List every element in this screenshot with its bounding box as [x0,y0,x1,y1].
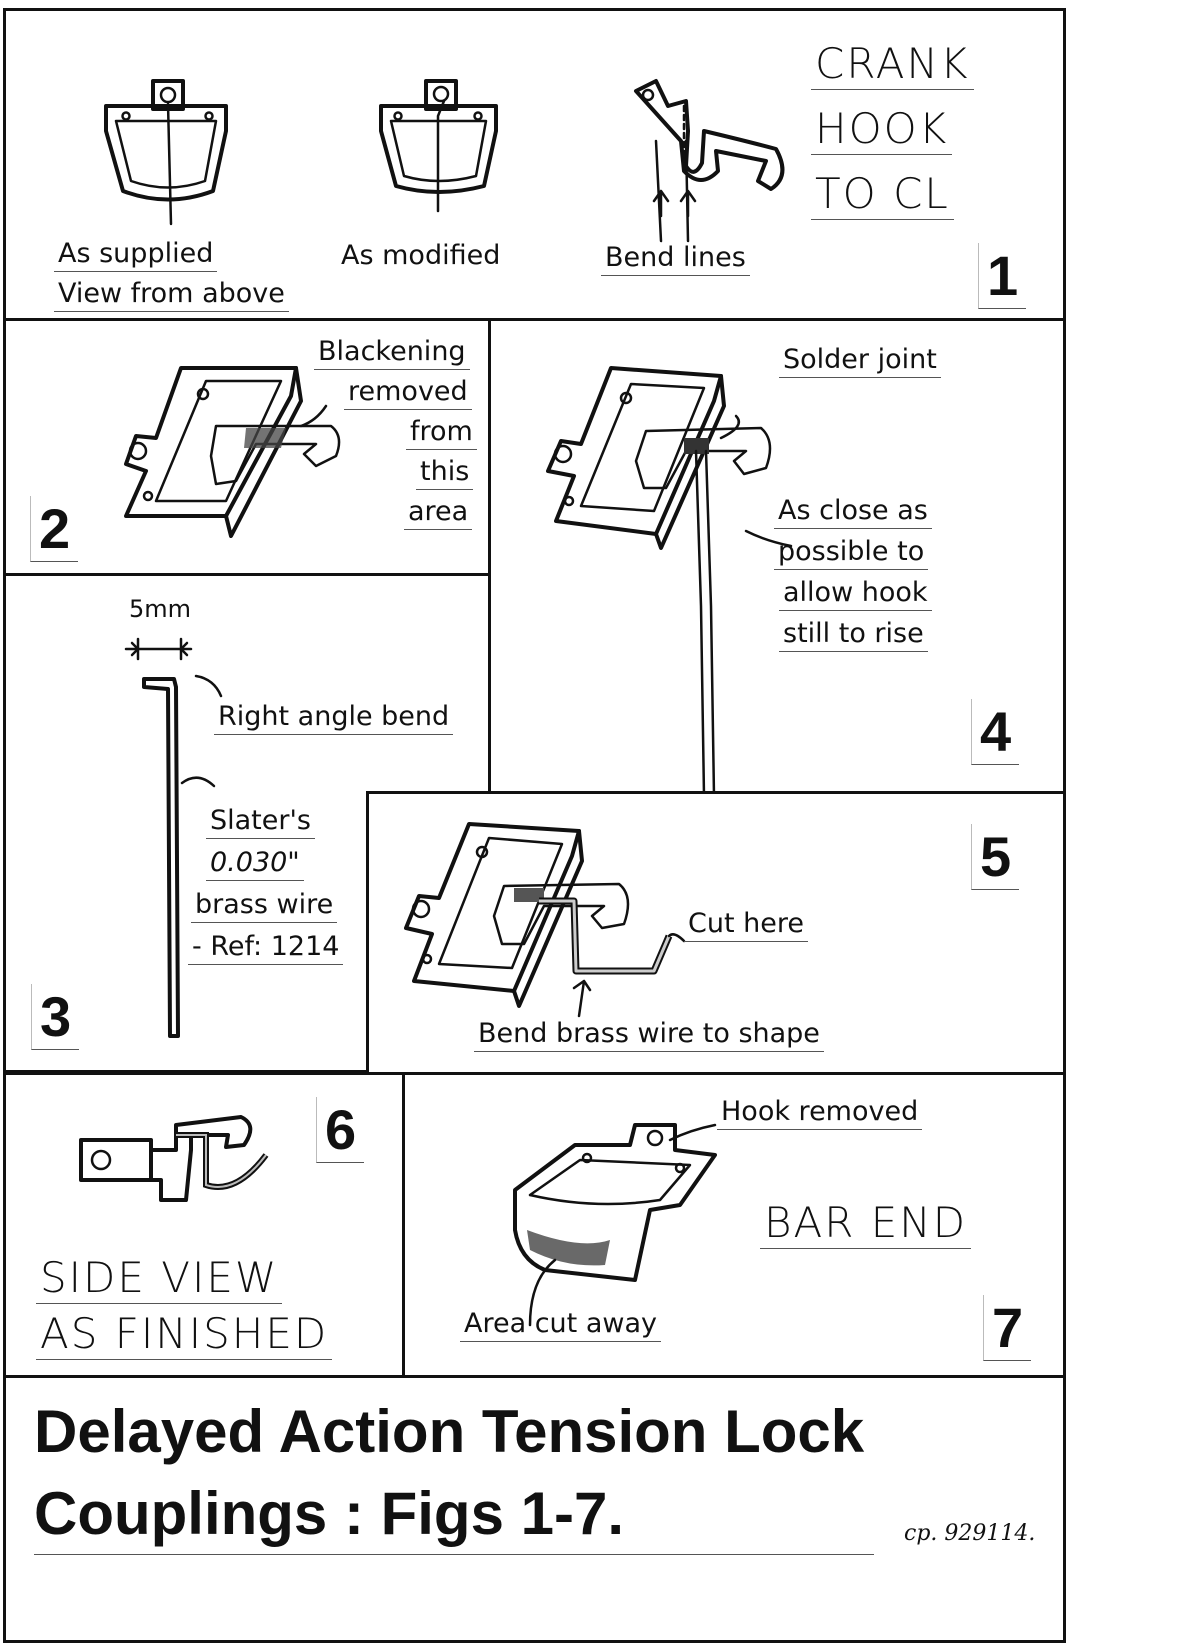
fig3-label-ref: - Ref: 1214 [188,932,344,965]
fig7-panel: Hook removed BAR END Area cut away 7 [402,1072,1066,1378]
fig3-label-right-angle-bend: Right angle bend [214,702,454,735]
fig3-label-slaters: Slater's [206,806,315,839]
fig6-number: 6 [316,1097,365,1163]
fig2-coupling-drawing [124,366,341,538]
fig6-side-view-drawing [79,1115,269,1202]
fig7-label-hook-removed: Hook removed [717,1097,923,1130]
fig4-label-line1: As close as [774,496,932,529]
crank-label-line1: CRANK [811,40,974,91]
fig4-label-line3: allow hook [779,578,932,611]
fig5-coupling-drawing [404,822,686,1018]
fig5-panel: Cut here Bend brass wire to shape 5 [366,791,1066,1075]
fig2-label-removed: removed [344,377,472,410]
fig3-number: 3 [31,984,80,1050]
fig4-label-line4: still to rise [779,619,928,652]
fig6-panel: 6 SIDE VIEW AS FINISHED [3,1072,405,1378]
fig3-dimension-label: 5mm [129,595,192,623]
fig4-number: 4 [971,699,1020,765]
signature: cp. 929114. [904,1521,1036,1546]
fig3-label-gauge: 0.030" [206,848,304,881]
fig1-as-modified-drawing [379,79,498,213]
fig5-label-cut-here: Cut here [684,909,808,942]
fig1-as-supplied-label: As supplied [54,239,218,272]
fig6-label-as-finished: AS FINISHED [36,1310,333,1361]
fig5-number: 5 [971,824,1020,890]
fig2-label-from: from [406,417,477,450]
fig2-number: 2 [30,496,79,562]
fig2-label-blackening: Blackening [314,337,470,370]
fig1-as-supplied-drawing [104,79,228,226]
fig7-label-bar-end: BAR END [760,1199,972,1250]
fig1-panel: As supplied View from above As modified … [3,8,1066,321]
fig1-as-modified-label: As modified [341,240,501,271]
fig2-panel: Blackening removed from this area 2 [3,318,491,576]
fig4-coupling-drawing [546,366,793,798]
fig1-number: 1 [978,243,1027,309]
fig7-label-area-cut-away: Area cut away [460,1309,661,1342]
title-underline [34,1554,874,1555]
fig7-number: 7 [983,1295,1032,1361]
fig4-panel: Solder joint As close as possible to all… [488,318,1066,798]
title-line1: Delayed Action Tension Lock [34,1398,865,1465]
title-line2: Couplings : Figs 1-7. [34,1480,625,1547]
title-panel: Delayed Action Tension Lock Couplings : … [3,1375,1066,1643]
fig6-label-side-view: SIDE VIEW [36,1254,283,1305]
crank-label-line2: HOOK [811,105,953,156]
fig5-label-bend-wire: Bend brass wire to shape [474,1019,824,1052]
fig1-bend-lines-label: Bend lines [601,243,750,276]
fig4-label-line2: possible to [774,537,929,570]
fig1-bend-lines-drawing [634,79,785,243]
fig1-view-from-above-label: View from above [54,279,289,312]
fig2-label-this: this [416,457,474,490]
fig3-label-brass-wire: brass wire [191,890,338,923]
fig2-label-area: area [404,497,473,530]
fig3-wire-drawing [124,637,223,1038]
fig7-bar-end-drawing [513,1123,717,1327]
fig4-label-solder-joint: Solder joint [779,345,941,378]
crank-label-line3: TO CL [811,170,954,221]
